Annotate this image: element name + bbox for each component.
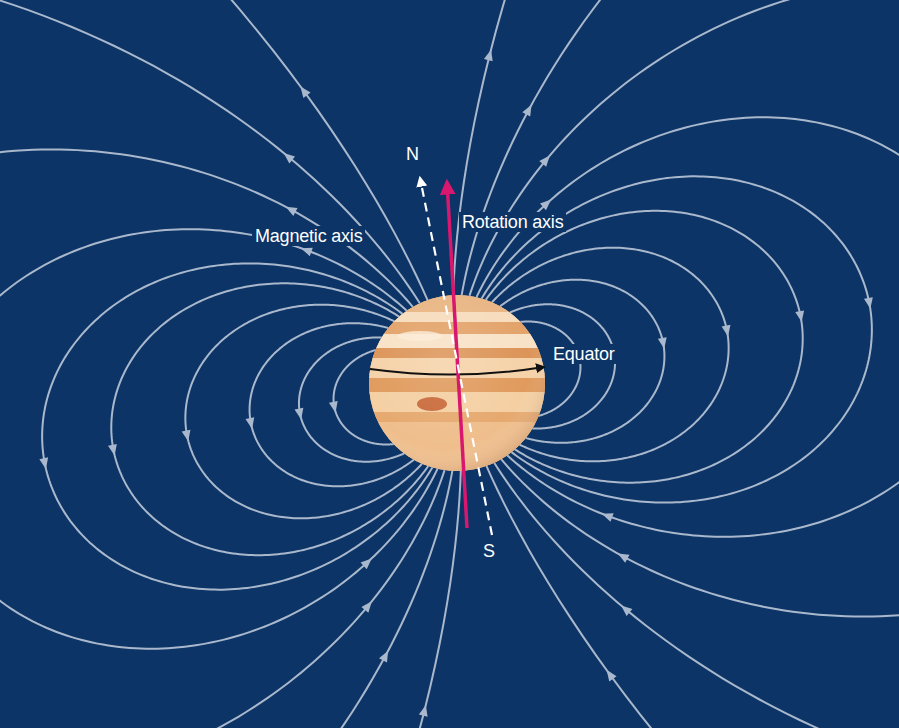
field-line	[0, 0, 546, 728]
field-arrow	[297, 84, 311, 98]
field-arrow	[522, 103, 535, 117]
field-arrow	[864, 297, 875, 309]
axis-label: N	[403, 144, 422, 164]
field-arrow	[245, 417, 256, 430]
field-arrow	[722, 325, 733, 337]
field-arrow	[616, 550, 630, 563]
field-arrow	[539, 153, 553, 167]
field-arrow	[540, 196, 554, 210]
field-arrow	[295, 408, 306, 421]
field-arrow	[108, 444, 119, 457]
field-arrow	[419, 704, 430, 717]
field-arrow	[600, 509, 613, 521]
axis-label: S	[480, 541, 498, 561]
field-arrow	[379, 649, 392, 663]
field-arrow	[658, 337, 669, 349]
axis-label: Equator	[550, 344, 618, 364]
field-arrow	[603, 667, 617, 681]
axis-label: Magnetic axis	[252, 226, 365, 246]
field-arrow	[281, 149, 295, 163]
field-arrow	[484, 48, 495, 61]
field-arrow	[795, 310, 806, 322]
field-line	[0, 0, 738, 728]
field-line	[368, 0, 899, 728]
field-arrow	[361, 555, 375, 569]
field-arrow	[284, 203, 298, 216]
rotation-axis	[447, 182, 467, 528]
field-arrow	[618, 602, 632, 616]
field-arrow	[182, 430, 193, 443]
field-arrow	[39, 457, 50, 470]
axis-label: Rotation axis	[459, 212, 566, 232]
field-arrow	[361, 598, 375, 612]
field-line	[176, 0, 899, 728]
field-arrow	[329, 401, 340, 414]
